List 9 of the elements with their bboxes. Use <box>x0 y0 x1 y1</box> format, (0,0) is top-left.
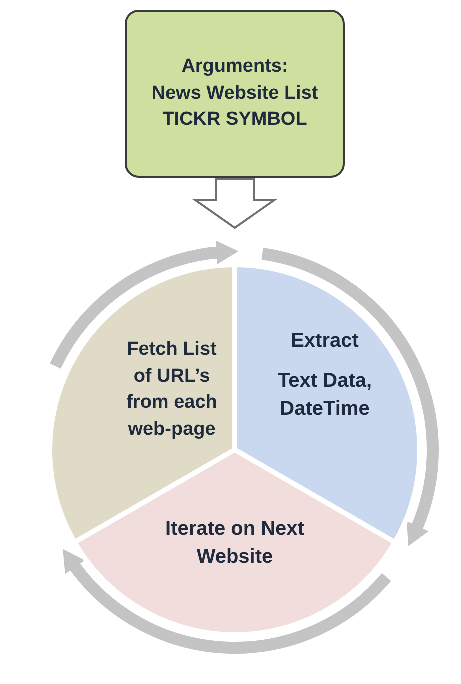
step-text: Fetch List of URL’s from each web-page <box>126 338 218 442</box>
argument-text: News Website List <box>152 82 318 106</box>
step-text: Extract <box>290 329 360 354</box>
argument-text: TICKR SYMBOL <box>162 108 308 132</box>
step-text: Iterate on Next Website <box>164 517 306 570</box>
step-text: Text Data, DateTime <box>276 369 374 422</box>
block-arrow <box>192 178 278 230</box>
arguments-box <box>125 10 345 178</box>
argument-text: Arguments: <box>182 55 288 80</box>
